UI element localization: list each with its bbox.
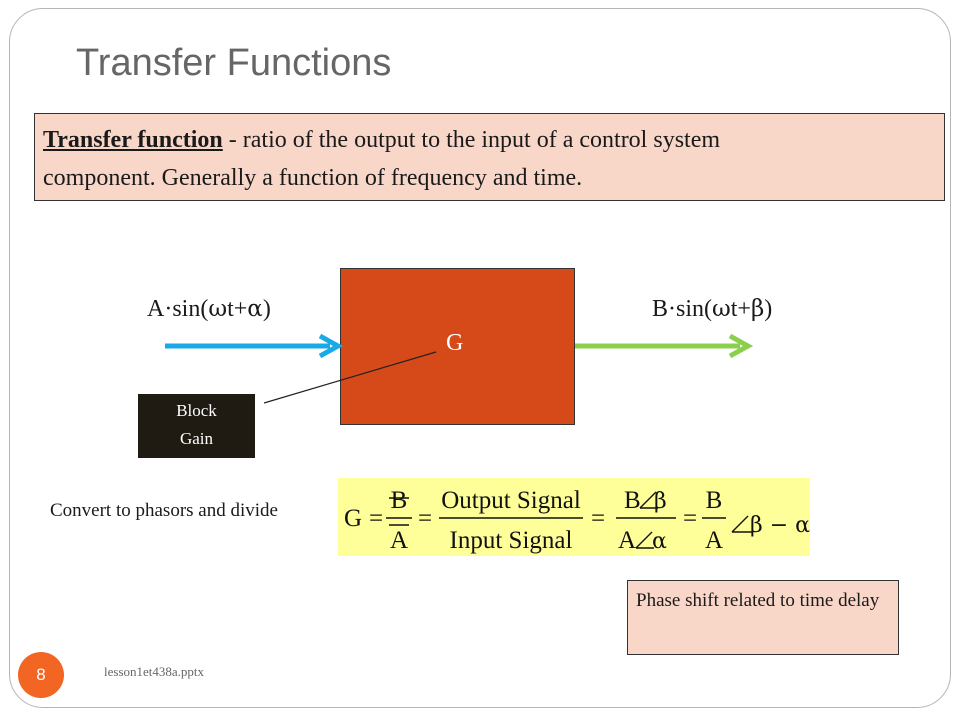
definition-text-line1: - ratio of the output to the input of a …	[222, 127, 721, 153]
formula-eq4: =	[683, 505, 697, 532]
transfer-block	[340, 268, 575, 425]
output-omega-symbol: ω	[712, 296, 731, 322]
formula-box: G = B A = Output Signal Input Signal = B…	[338, 478, 810, 556]
frac1-denominator: A	[390, 527, 408, 554]
frac3-denominator: A	[618, 527, 636, 554]
footer-filename: lesson1et438a.pptx	[104, 664, 205, 679]
formula-eq1: =	[369, 505, 383, 532]
output-phase-symbol: β	[750, 296, 765, 322]
input-signal-label: A·sin(ωt+α)	[147, 296, 271, 323]
block-label: G	[446, 330, 464, 356]
output-signal-label: B·sin(ωt+β)	[652, 296, 772, 323]
page-number-badge: 8	[18, 652, 64, 698]
input-signal-t: t+	[227, 296, 248, 322]
input-arrow-head	[318, 333, 344, 359]
frac3-num-angle: β	[654, 489, 667, 514]
frac2-numerator: Output Signal	[441, 487, 581, 514]
definition-text-line2: component. Generally a function of frequ…	[43, 165, 583, 191]
gain-label-line1: Block	[176, 401, 217, 420]
gain-label-line2: Gain	[179, 429, 214, 448]
frac3-num-angle-icon	[639, 491, 658, 509]
formula-svg: G = B A = Output Signal Input Signal = B…	[344, 487, 810, 554]
output-signal-prefix: B·sin(	[652, 296, 712, 322]
result-phase: β − α	[750, 513, 810, 538]
input-signal-close: )	[262, 296, 271, 322]
frac3-den-angle: α	[652, 529, 667, 554]
block-gain-callout: Block Gain	[138, 394, 255, 458]
definition-term: Transfer function	[43, 127, 223, 153]
input-signal-prefix: A·sin(	[147, 296, 209, 322]
formula-eq3: =	[591, 505, 605, 532]
input-phase-symbol: α	[247, 296, 263, 322]
phase-shift-note: Phase shift related to time delay	[627, 580, 899, 655]
definition-box: Transfer function - ratio of the output …	[34, 113, 945, 201]
formula-eq2: =	[418, 505, 432, 532]
frac1-numerator: B	[391, 487, 408, 514]
frac4-denominator: A	[705, 527, 723, 554]
convert-note: Convert to phasors and divide	[50, 500, 278, 521]
output-arrow-head	[728, 333, 754, 359]
gain-callout-line	[263, 351, 437, 404]
output-signal-t: t+	[730, 296, 751, 322]
frac2-denominator: Input Signal	[450, 527, 573, 554]
frac3-numerator: B	[624, 487, 641, 514]
frac4-numerator: B	[706, 487, 723, 514]
frac3-den-angle-icon	[635, 531, 654, 549]
input-omega-symbol: ω	[208, 296, 228, 322]
output-signal-close: )	[764, 296, 773, 322]
result-angle-icon	[731, 515, 752, 533]
page-title: Transfer Functions	[76, 42, 392, 84]
formula-lhs: G	[344, 505, 362, 532]
